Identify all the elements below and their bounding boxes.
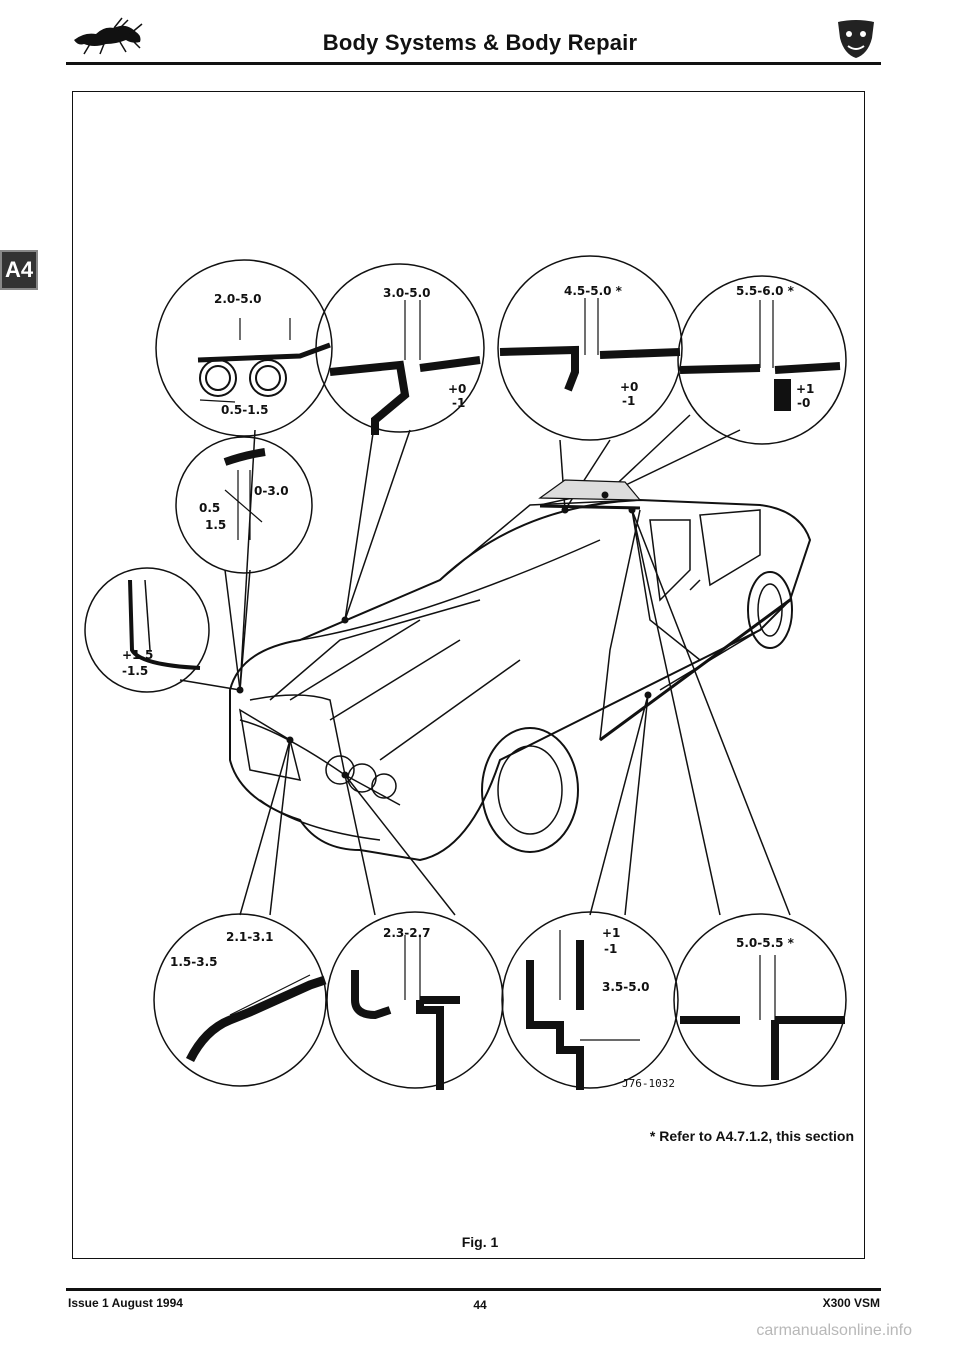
dim-label: 1.5-3.5 [170, 955, 218, 969]
page-title: Body Systems & Body Repair [322, 30, 638, 55]
watermark: carmanualsonline.info [756, 1322, 912, 1339]
dim-label: -1 [622, 394, 636, 408]
detail-circle-grille-bonnet [175, 436, 313, 574]
dim-label: 0-3.0 [254, 484, 289, 498]
dim-label: 5.5-6.0 * [736, 284, 794, 298]
dim-label: 5.0-5.5 * [736, 936, 794, 950]
dim-label: 2.0-5.0 [214, 292, 262, 306]
dim-label: -1.5 [122, 664, 149, 678]
leaping-cat-logo-icon [74, 17, 143, 55]
detail-circle-sunroof-side [677, 275, 847, 445]
dim-label: -0 [797, 396, 811, 410]
drawing-reference: J76-1032 [622, 1077, 675, 1090]
dim-label: 2.1-3.1 [226, 930, 274, 944]
footer-rule [66, 1288, 881, 1291]
dim-label: +0 [620, 380, 639, 394]
dim-label: +1 [796, 382, 815, 396]
dim-label: +0 [448, 382, 467, 396]
manual-code: X300 VSM [822, 1296, 880, 1310]
dim-label: 1.5 [205, 518, 227, 532]
sunroof [538, 479, 642, 510]
dim-label: 4.5-5.0 * [564, 284, 622, 298]
dim-label: 2.3-2.7 [383, 926, 431, 940]
detail-circle-bumper [84, 567, 210, 693]
dim-label: 3.0-5.0 [383, 286, 431, 300]
detail-circle-wing-door [326, 911, 504, 1089]
figure-caption: Fig. 1 [461, 1234, 499, 1250]
header-rule [66, 62, 881, 65]
jaguar-head-logo-icon [838, 20, 874, 58]
figure-frame [72, 91, 865, 1259]
dim-label: +1.5 [122, 648, 154, 662]
detail-circle-door-rear [673, 913, 847, 1087]
dim-label: -1 [604, 942, 618, 956]
section-tab: A4 [0, 250, 38, 290]
detail-circle-sunroof-front [497, 255, 683, 441]
detail-circle-sill-door [501, 911, 679, 1089]
dim-label: +1 [602, 926, 621, 940]
dim-label: -1 [452, 396, 466, 410]
detail-circle-headlamp-bonnet [155, 259, 333, 437]
page-number: 44 [473, 1298, 487, 1312]
dim-label: 0.5 [199, 501, 221, 515]
issue-date: Issue 1 August 1994 [68, 1296, 183, 1310]
dim-label: 3.5-5.0 [602, 980, 650, 994]
footnote: * Refer to A4.7.1.2, this section [649, 1128, 854, 1144]
dim-label: 0.5-1.5 [221, 403, 269, 417]
